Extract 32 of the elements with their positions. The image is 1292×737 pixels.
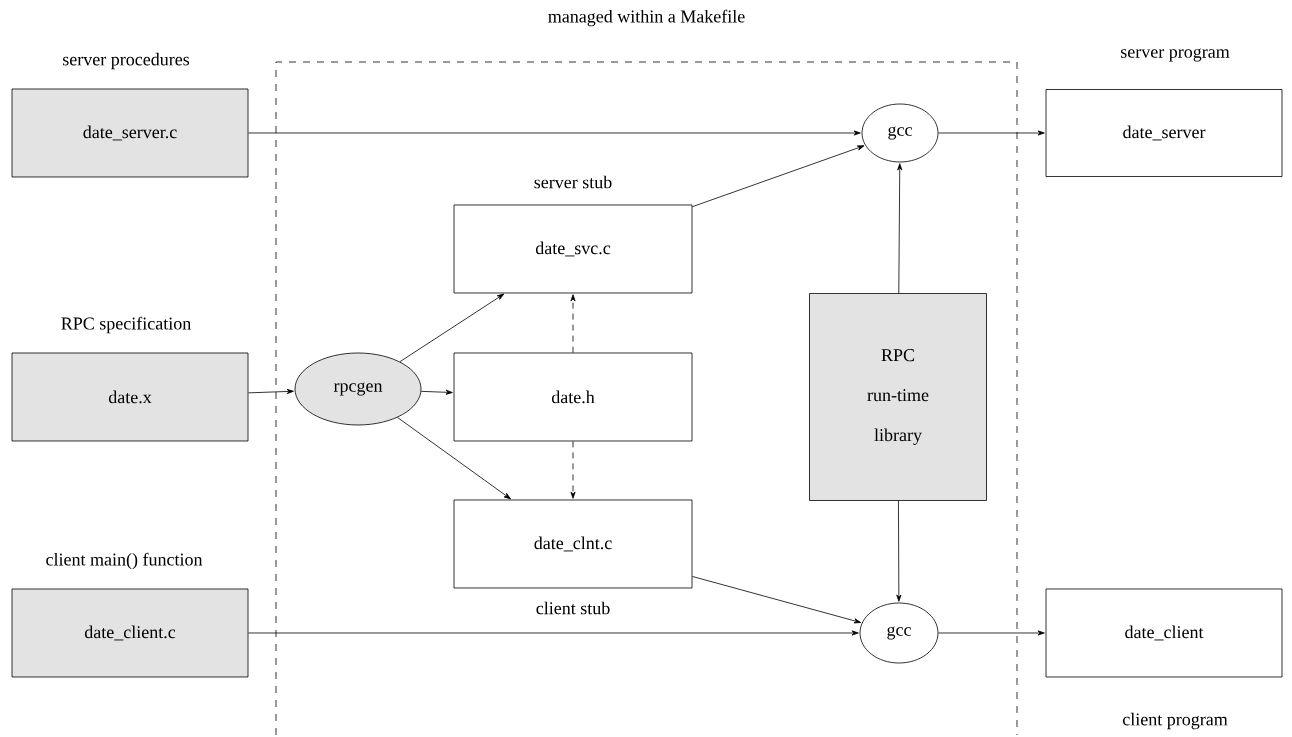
node-label: server stub: [534, 175, 612, 189]
file-box: date_server.c: [11, 88, 249, 178]
file-box: date_server: [1045, 89, 1283, 177]
region-heading: managed within a Makefile: [548, 9, 745, 27]
file-box: date.h: [453, 352, 693, 442]
arrow: [692, 145, 865, 208]
node-label: server procedures: [63, 52, 190, 70]
arrow: [570, 294, 576, 353]
file-box: date_client: [1045, 588, 1283, 678]
node-label: server program: [1121, 48, 1230, 62]
file-box: date_clnt.c: [453, 499, 693, 589]
arrow: [248, 130, 861, 136]
arrow: [248, 630, 859, 636]
file-box: date_client.c: [11, 588, 249, 678]
arrow: [248, 388, 294, 394]
file-box: date_svc.c: [453, 204, 693, 294]
arrow: [420, 389, 453, 395]
library-box: RPC run-time library: [809, 293, 987, 501]
dashed-region: [275, 61, 1018, 736]
arrow: [692, 576, 862, 624]
arrow: [570, 441, 576, 499]
arrow: [938, 130, 1045, 136]
node-label: client stub: [536, 601, 610, 615]
arrow: [896, 500, 902, 602]
arrow: [397, 417, 511, 500]
arrow: [399, 293, 505, 363]
node-label: client main() function: [46, 552, 203, 570]
node-label: RPC specification: [61, 316, 191, 334]
file-box: date.x: [11, 352, 249, 442]
node-label: client program: [1122, 712, 1228, 730]
arrow: [938, 630, 1045, 636]
arrow: [897, 163, 903, 294]
